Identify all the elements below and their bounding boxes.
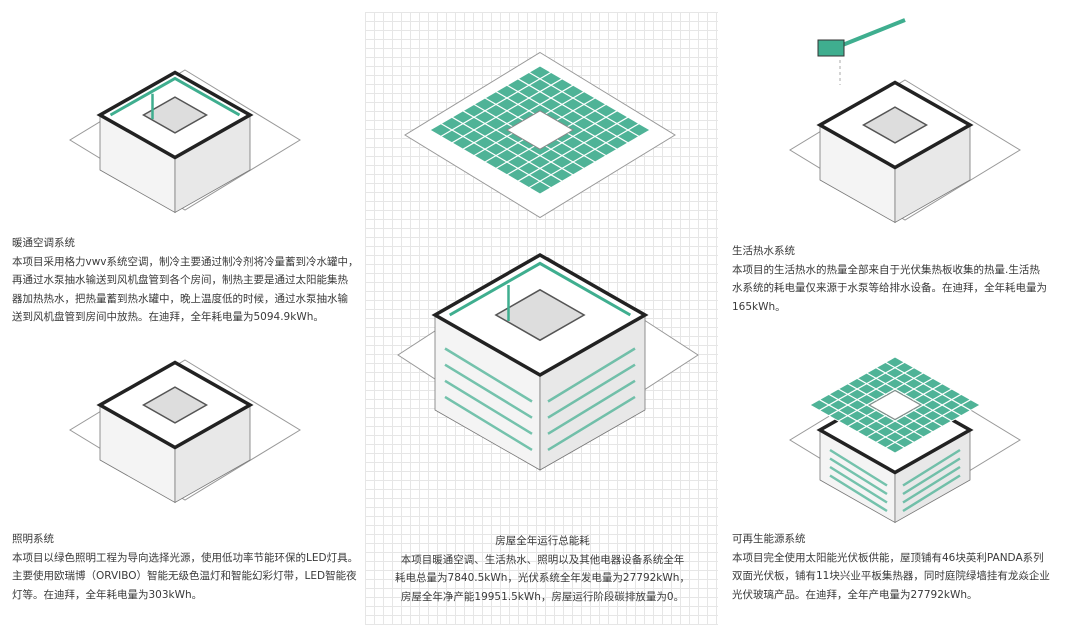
renewable-line: 双面光伏板，铺有11块兴业平板集热器，同时庭院绿墙挂有龙焱企业 xyxy=(732,570,1050,582)
renewable-solar-panels-gap xyxy=(819,399,905,449)
renewable-building-green-wall xyxy=(829,474,888,513)
main-building-green-wall xyxy=(547,347,636,403)
renewable-solar-panels-gap xyxy=(819,361,905,411)
hot-water-line: 水系统的耗电量仅来源于水泵等给排水设备。在迪拜，全年耗电量为 xyxy=(732,282,1047,294)
hot-water-description: 生活热水系统 本项目的生活热水的热量全部来自于光伏集热板收集的热量.生活热 水系… xyxy=(732,242,1047,316)
renewable-solar-panels-skylight xyxy=(868,390,922,420)
hvac-line: 再通过水泵抽水输送到风机盘管到各个房间，制热主要是通过太阳能集热 xyxy=(12,274,348,286)
renewable-solar-panels-gap xyxy=(828,367,915,417)
main-pipes xyxy=(448,261,632,317)
renewable-description: 可再生能源系统 本项目完全使用太阳能光伏板供能，屋顶铺有46块英利PANDA系列… xyxy=(732,530,1050,604)
hot-water-line: 165kWh。 xyxy=(732,300,786,313)
lighting-line: 灯等。在迪拜，全年耗电量为303kWh。 xyxy=(12,588,203,601)
main-building-courtyard xyxy=(494,288,586,342)
renewable-line: 本项目完全使用太阳能光伏板供能，屋顶铺有46块英利PANDA系列 xyxy=(732,551,1044,564)
renewable-solar-panels-gap xyxy=(838,372,924,422)
renewable-line: 光伏玻璃产品。在迪拜，全年产电量为27792kWh。 xyxy=(732,588,978,601)
total-energy-description: 房屋全年运行总能耗 本项目暖通空调、生活热水、照明以及其他电器设备系统全年 耗电… xyxy=(370,532,715,606)
lighting-line: 主要使用欧瑞博（ORVIBO）智能无级色温灯和智能幻彩灯带，LED智能夜 xyxy=(12,570,357,582)
main-building-green-wall xyxy=(547,363,636,419)
renewable-solar-panels-gap xyxy=(885,361,971,411)
main-building-green-wall xyxy=(547,395,636,452)
solar-panel-array-gap xyxy=(528,123,640,189)
renewable-building-green-wall xyxy=(829,457,888,496)
solar-panel-array-gap xyxy=(517,78,629,144)
renewable-solar-panels-gap xyxy=(828,393,915,443)
renewable-building-green-wall xyxy=(902,465,961,504)
hvac-building-courtyard xyxy=(141,96,209,134)
hvac-line: 器加热热水，把热量蓄到热水罐中，晚上温度低的时候，通过水泵抽水输 xyxy=(12,292,348,305)
hvac-line: 本项目采用格力vwv系统空调，制冷主要通过制冷剂将冷量蓄到冷水罐中， xyxy=(12,255,359,268)
renewable-building-green-wall xyxy=(902,474,961,513)
lighting-title: 照明系统 xyxy=(12,533,54,545)
renewable-solar-panels-gap xyxy=(866,372,952,422)
main-building-green-wall xyxy=(444,395,533,452)
total-line: 耗电总量为7840.5kWh，光伏系统全年发电量为27792kWh， xyxy=(395,572,690,584)
renewable-building-green-wall xyxy=(902,457,961,496)
total-line: 房屋全年净产能19951.5kWh，房屋运行阶段碳排放量为0。 xyxy=(400,590,685,603)
total-line: 本项目暖通空调、生活热水、照明以及其他电器设备系统全年 xyxy=(400,553,685,566)
renewable-building-green-wall xyxy=(829,465,888,504)
solar-panel-array-skylight xyxy=(506,110,574,150)
main-building-green-wall xyxy=(547,379,636,435)
renewable-solar-panels-gap xyxy=(885,399,971,449)
main-building-green-wall xyxy=(444,379,533,435)
solar-panel-array-gap xyxy=(517,116,629,182)
solar-panel-array-gap xyxy=(528,71,640,137)
lighting-building-courtyard xyxy=(141,386,209,424)
hvac-description: 暖通空调系统 本项目采用格力vwv系统空调，制冷主要通过制冷剂将冷量蓄到冷水罐中… xyxy=(12,234,359,327)
hot-water-line: 本项目的生活热水的热量全部来自于光伏集热板收集的热量.生活热 xyxy=(732,263,1040,276)
main-building-green-wall xyxy=(444,363,533,419)
solar-panel-array-gap xyxy=(506,84,618,150)
hvac-line: 送到风机盘管到房间中放热。在迪拜，全年耗电量为5094.9kWh。 xyxy=(12,311,324,323)
hot-water-title: 生活热水系统 xyxy=(732,245,795,257)
hot-water-building-courtyard xyxy=(861,106,929,144)
renewable-title: 可再生能源系统 xyxy=(732,533,806,545)
renewable-solar-panels-gap xyxy=(875,393,962,443)
water-tank-pipe xyxy=(829,18,906,52)
renewable-solar-panels-gap xyxy=(875,367,962,417)
renewable-building-green-wall xyxy=(829,448,888,487)
renewable-solar-panels-gap xyxy=(838,388,924,438)
water-tank xyxy=(817,39,845,57)
solar-panel-array-gap xyxy=(506,110,618,176)
hvac-title: 暖通空调系统 xyxy=(12,237,75,249)
total-title: 房屋全年运行总能耗 xyxy=(495,535,590,547)
renewable-solar-panels-gap xyxy=(866,388,952,438)
lighting-line: 本项目以绿色照明工程为导向选择光源，使用低功率节能环保的LED灯具。 xyxy=(12,551,359,564)
renewable-building-green-wall xyxy=(902,448,961,487)
hvac-pipes xyxy=(109,76,241,117)
lighting-description: 照明系统 本项目以绿色照明工程为导向选择光源，使用低功率节能环保的LED灯具。 … xyxy=(12,530,358,604)
main-building-green-wall xyxy=(444,347,533,403)
